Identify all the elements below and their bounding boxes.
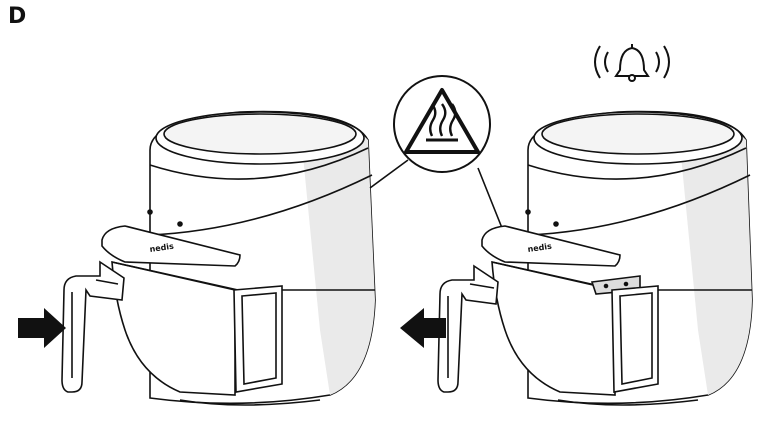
alarm-bell-icon (594, 44, 670, 82)
hot-surface-warning-icon (369, 75, 503, 229)
brand-mark-right: nedis (527, 242, 553, 254)
step-label: D (8, 4, 27, 29)
arrow-left-icon (400, 308, 446, 348)
arrow-right-icon (18, 308, 66, 348)
air-fryer-right (437, 110, 753, 406)
air-fryer-left (61, 110, 376, 406)
brand-mark-left: nedis (149, 242, 175, 254)
